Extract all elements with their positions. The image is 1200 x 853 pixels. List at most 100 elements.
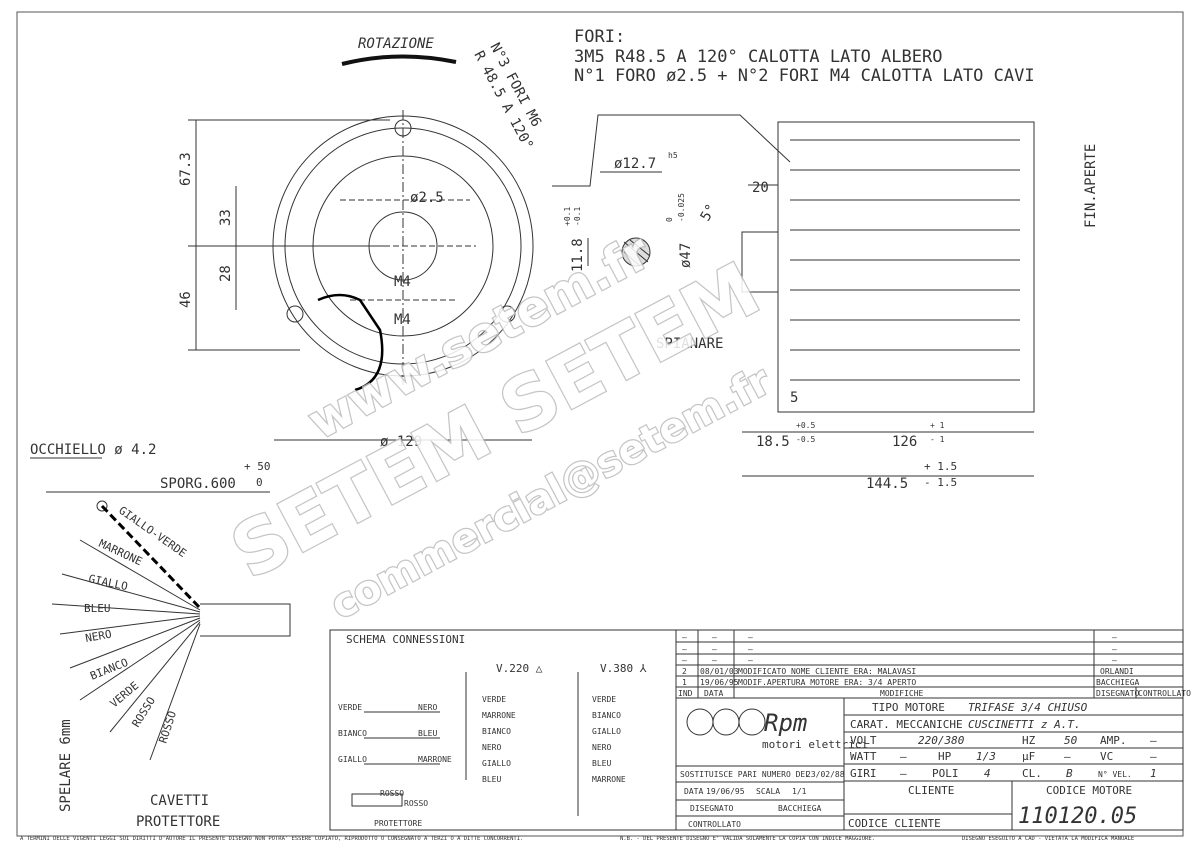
schema-verde: VERDE — [338, 703, 362, 712]
dim-hole-25: ø2.5 — [410, 190, 444, 206]
protector-rosso-2: ROSSO — [404, 799, 428, 808]
side-fins — [790, 139, 1020, 381]
hz-value: 50 — [1064, 734, 1078, 747]
protector-label: PROTETTORE — [374, 819, 422, 828]
rev-row-3-desc: – — [748, 656, 753, 665]
mech-value: CUSCINETTI z A.T. — [968, 718, 1081, 731]
v220-title: V.220 △ — [496, 662, 543, 675]
rev-row-4-desc: MODIFICATO NOME CLIENTE ERA: MALAVASI — [738, 667, 916, 676]
sporg-dn: 0 — [256, 476, 263, 489]
tol-126-dn: - 1 — [930, 435, 945, 444]
wire-label-rosso-1: ROSSO — [130, 695, 159, 730]
side-view — [552, 114, 1035, 477]
dim-1445: 144.5 — [866, 476, 908, 492]
dim-129: ø 129 — [380, 434, 422, 450]
dim-5: 5 — [790, 390, 798, 406]
wire-label-bianco: BIANCO — [88, 656, 130, 683]
dim-47: ø47 — [678, 243, 694, 268]
watt-label: WATT — [850, 750, 877, 763]
cable-harness — [30, 457, 291, 761]
sheet-border — [16, 11, 1184, 837]
checked-label: CONTROLLATO — [688, 820, 741, 829]
rev-row-5-desc: MODIF.APERTURA MOTORE ERA: 3/4 APERTO — [738, 678, 916, 687]
rotation-arrow — [341, 54, 457, 66]
v220-item-3: BIANCO — [482, 727, 511, 736]
date-label: DATA — [684, 787, 703, 796]
vc-value: — — [1150, 750, 1157, 763]
rev-row-1-desc: – — [748, 633, 753, 642]
mech-label: CARAT. MECCANICHE — [850, 718, 963, 731]
tol-1445-dn: - 1.5 — [924, 476, 957, 489]
motor-type-label: TIPO MOTORE — [872, 701, 945, 714]
schema-busses — [465, 672, 579, 816]
tol-185-dn: -0.5 — [796, 435, 815, 444]
schema-coils — [364, 711, 440, 765]
watermark: www.setem.fr SETEM SETEM commercial@sete… — [217, 222, 780, 630]
rev-hdr-mods: MODIFICHE — [880, 689, 924, 698]
motor-code: 110120.05 — [1018, 804, 1137, 829]
rev-hdr-date: DATA — [704, 689, 723, 698]
client-code-label: CODICE CLIENTE — [848, 817, 941, 830]
shaft-hatch — [623, 239, 651, 267]
front-hole-top — [394, 119, 412, 137]
v380-item-5: BLEU — [592, 759, 611, 768]
footer-right: DISEGNO ESEGUITO A CAD - VIETATA LA MODI… — [962, 836, 1134, 842]
leader-holes — [552, 114, 791, 187]
wire-label-giallo: GIALLO — [87, 572, 129, 593]
title-left-rows — [676, 765, 844, 817]
strip-label: SPELARE 6mm — [58, 719, 74, 812]
title-block — [675, 697, 1184, 831]
protector-symbol — [351, 793, 403, 807]
v380-item-3: GIALLO — [592, 727, 621, 736]
sleeve-label-1: CAVETTI — [150, 793, 209, 809]
dim-185: 18.5 — [756, 434, 790, 450]
spianare-label: SPIANARE — [656, 336, 723, 352]
tol-185-up: +0.5 — [796, 421, 815, 430]
rev-row-2-date: – — [712, 645, 717, 654]
tol-126-up: + 1 — [930, 421, 945, 430]
tol-47-up: 0 — [665, 217, 674, 222]
rev-row-1-sign: – — [1112, 633, 1117, 642]
footer-left: A TERMINI DELLE VIGENTI LEGGI SUI DIRITT… — [20, 836, 523, 842]
dim-118: 11.8 — [570, 238, 586, 272]
poli-value: 4 — [984, 767, 991, 780]
volt-value: 220/380 — [918, 734, 965, 747]
rotation-label: ROTAZIONE — [358, 36, 434, 52]
amp-value: — — [1150, 734, 1157, 747]
schema-title: SCHEMA CONNESSIONI — [346, 633, 465, 646]
dim-33: 33 — [218, 209, 234, 226]
rev-row-4-date: 08/01/03 — [700, 667, 739, 676]
wire-label-verde: VERDE — [108, 679, 142, 710]
holes-line-2: N°1 FORO ø2.5 + N°2 FORI M4 CALOTTA LATO… — [574, 66, 1035, 86]
wire-label-bleu: BLEU — [84, 602, 111, 615]
dim-46: 46 — [178, 291, 194, 308]
v220-item-5: GIALLO — [482, 759, 511, 768]
schema-giallo: GIALLO — [338, 755, 367, 764]
shaft-detail — [587, 171, 662, 267]
label-m4-b: M4 — [394, 312, 411, 328]
date-value: 19/06/95 — [706, 787, 745, 796]
dim-673: 67.3 — [178, 152, 194, 186]
rev-row-4-ind: 2 — [682, 667, 687, 676]
scale-label: SCALA — [756, 787, 780, 796]
v380-item-1: VERDE — [592, 695, 616, 704]
dim-5deg: 5° — [698, 201, 720, 224]
hp-label: HP — [938, 750, 952, 763]
rev-hdr-designer: DISEGNATO — [1096, 689, 1140, 698]
holes-title: FORI: — [574, 27, 625, 47]
brand-logo: Rpm — [764, 709, 807, 737]
schema-bianco: BIANCO — [338, 729, 367, 738]
revision-rows — [676, 641, 1183, 688]
cl-value: B — [1066, 767, 1073, 780]
title-rows — [844, 714, 1183, 782]
brand-subtitle: motori elettrici — [762, 738, 868, 751]
v220-item-6: BLEU — [482, 775, 501, 784]
giri-value: — — [900, 767, 907, 780]
sporg-up: + 50 — [244, 460, 271, 473]
label-m4-a: M4 — [394, 274, 411, 290]
fin-note: FIN.APERTE — [1083, 144, 1099, 228]
amp-label: AMP. — [1100, 734, 1127, 747]
rev-row-5-ind: 1 — [682, 678, 687, 687]
